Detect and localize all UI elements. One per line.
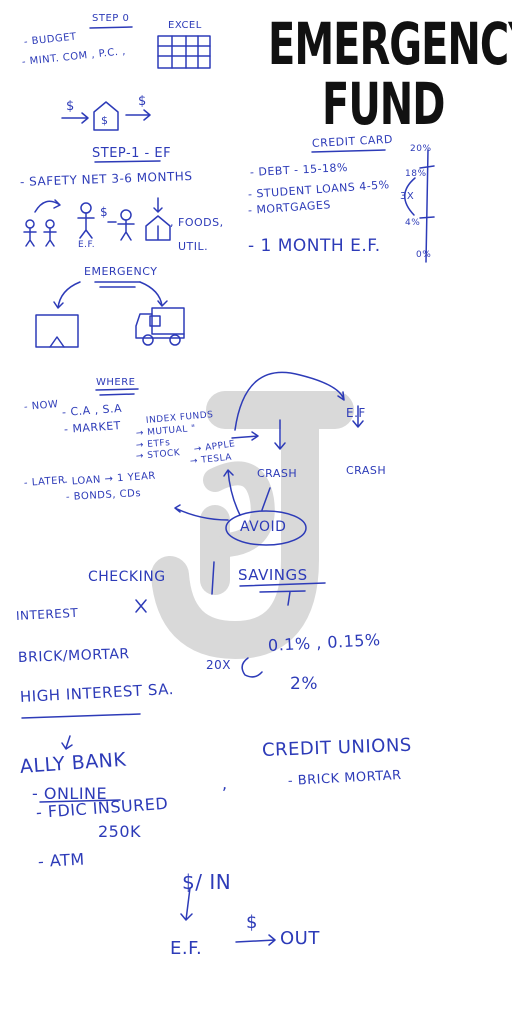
where-crash2: CRASH — [346, 464, 387, 477]
rate-scale — [404, 149, 435, 263]
scale-3x: 3X — [400, 191, 415, 202]
family-icon — [23, 199, 61, 247]
step1-ef-label: E.F. — [78, 240, 96, 250]
page-title-line2: FUND — [322, 72, 445, 139]
flow-dollar-in: $/ IN — [182, 870, 232, 894]
flow-ef: E.F. — [170, 938, 203, 959]
computer-icon — [35, 314, 79, 348]
savings-20x: 20X — [206, 658, 231, 672]
step0-heading: STEP 0 — [92, 13, 130, 24]
step0-dollar-out: $ — [138, 94, 147, 109]
ally-limit: 250K — [98, 822, 142, 841]
step1-emergency: EMERGENCY — [84, 265, 158, 278]
step1-heading: STEP-1 - EF — [92, 146, 172, 161]
savings-2pct: 2% — [290, 674, 318, 694]
step1-util: UTIL. — [178, 240, 209, 253]
checking-heading: CHECKING — [88, 569, 166, 585]
person-icon — [77, 202, 95, 239]
where-avoid: AVOID — [240, 519, 287, 535]
ally-online: - ONLINE — [32, 784, 108, 803]
step0-dollar-in: $ — [66, 99, 75, 114]
ally-atm: - ATM — [37, 849, 86, 871]
step0-excel: EXCEL — [168, 20, 202, 31]
flow-dollar: $ — [246, 912, 258, 933]
excel-grid-icon — [157, 35, 211, 69]
person-small-icon — [107, 209, 135, 241]
house-icon — [61, 101, 151, 131]
small-house-icon — [145, 197, 171, 241]
where-ef: E.F — [346, 406, 366, 420]
where-heading: WHERE — [96, 377, 136, 388]
scale-18: 18% — [405, 169, 427, 179]
step1-dollar: $ — [100, 205, 109, 219]
scale-top: 20% — [410, 144, 432, 154]
savings-heading: SAVINGS — [238, 566, 308, 584]
where-crash: CRASH — [257, 467, 298, 480]
accounts-comma: , — [222, 774, 228, 793]
truck-icon — [135, 307, 185, 346]
credit-card-month-ef: - 1 MONTH E.F. — [248, 236, 381, 256]
step1-foods: , FOODS, — [170, 216, 224, 229]
page-title: EMERGENCY — [268, 12, 512, 79]
scale-0: 0% — [416, 250, 432, 260]
house-dollar: $ — [101, 114, 109, 127]
flow-out: OUT — [280, 928, 320, 949]
scale-4: 4% — [405, 218, 421, 228]
